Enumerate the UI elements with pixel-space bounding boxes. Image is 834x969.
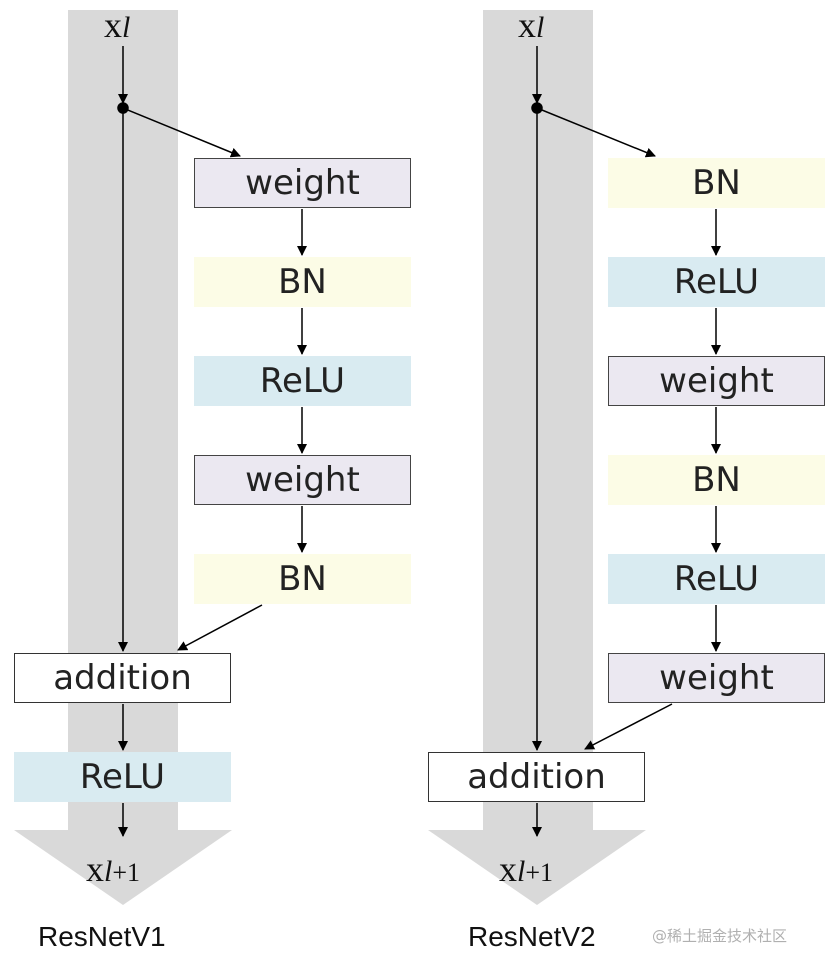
right-block-2: ReLU [608, 257, 825, 307]
left-input-label: xl [104, 5, 131, 45]
right-input-label: xl [518, 5, 545, 45]
right-block-5: ReLU [608, 554, 825, 604]
right-block-6: weight [608, 653, 825, 703]
right-branch-arrow [536, 107, 656, 158]
right-shaft-arrowhead [428, 830, 646, 905]
right-caption: ResNetV2 [468, 921, 596, 952]
left-residual-arrow [177, 604, 263, 651]
watermark-text: @稀土掘金技术社区 [652, 927, 788, 945]
left-block-5: BN [194, 554, 411, 604]
left-block-4: weight [194, 455, 411, 505]
left-block-3: ReLU [194, 356, 411, 406]
right-output-label: xl+1 [499, 849, 554, 889]
right-block-4: BN [608, 455, 825, 505]
left-block-1: weight [194, 158, 411, 208]
left-output-label: xl+1 [86, 849, 141, 889]
left-branch-arrow [122, 107, 241, 158]
left-post-relu-box: ReLU [14, 752, 231, 802]
right-block-1: BN [608, 158, 825, 208]
right-residual-arrow [584, 703, 673, 750]
left-block-2: BN [194, 257, 411, 307]
left-addition-box: addition [14, 653, 231, 703]
right-addition-box: addition [428, 752, 645, 802]
left-caption: ResNetV1 [38, 921, 166, 952]
right-shaft [483, 10, 593, 830]
right-block-3: weight [608, 356, 825, 406]
left-shaft-arrowhead [14, 830, 232, 905]
